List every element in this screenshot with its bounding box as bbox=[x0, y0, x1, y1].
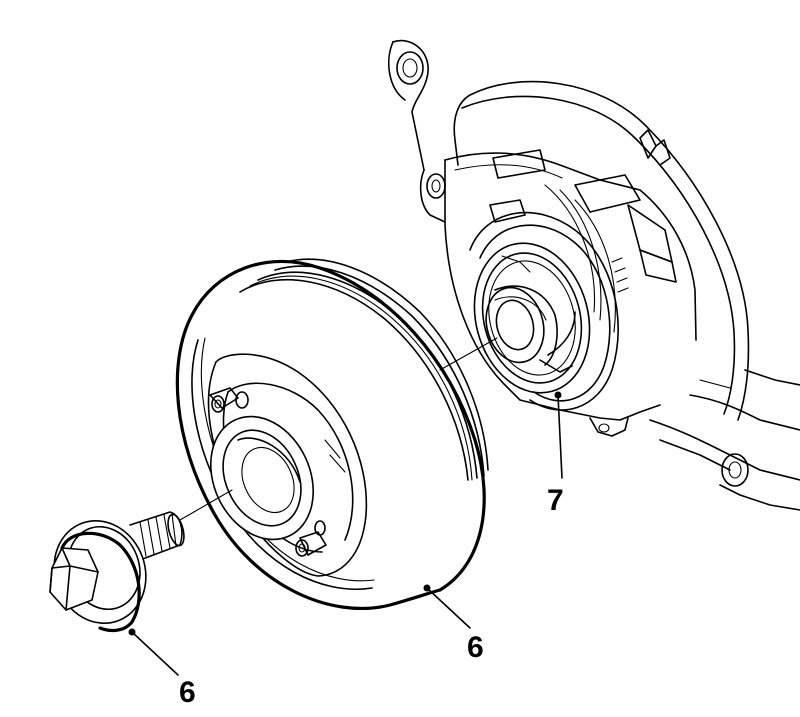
callout-label-pulley: 6 bbox=[467, 631, 484, 664]
crankshaft-pulley bbox=[175, 258, 489, 610]
pulley-bolt bbox=[49, 511, 185, 633]
crankshaft-nose bbox=[485, 285, 558, 366]
callout-pulley: 6 bbox=[423, 584, 484, 664]
engine-front-cover bbox=[387, 39, 800, 511]
callout-label-bolt: 6 bbox=[179, 676, 196, 709]
crankshaft-oil-seal bbox=[473, 242, 591, 394]
callout-label-seal: 7 bbox=[547, 484, 564, 517]
callout-bolt: 6 bbox=[128, 628, 196, 709]
bolt-axis-line bbox=[179, 489, 233, 521]
callout-seal: 7 bbox=[547, 391, 564, 517]
